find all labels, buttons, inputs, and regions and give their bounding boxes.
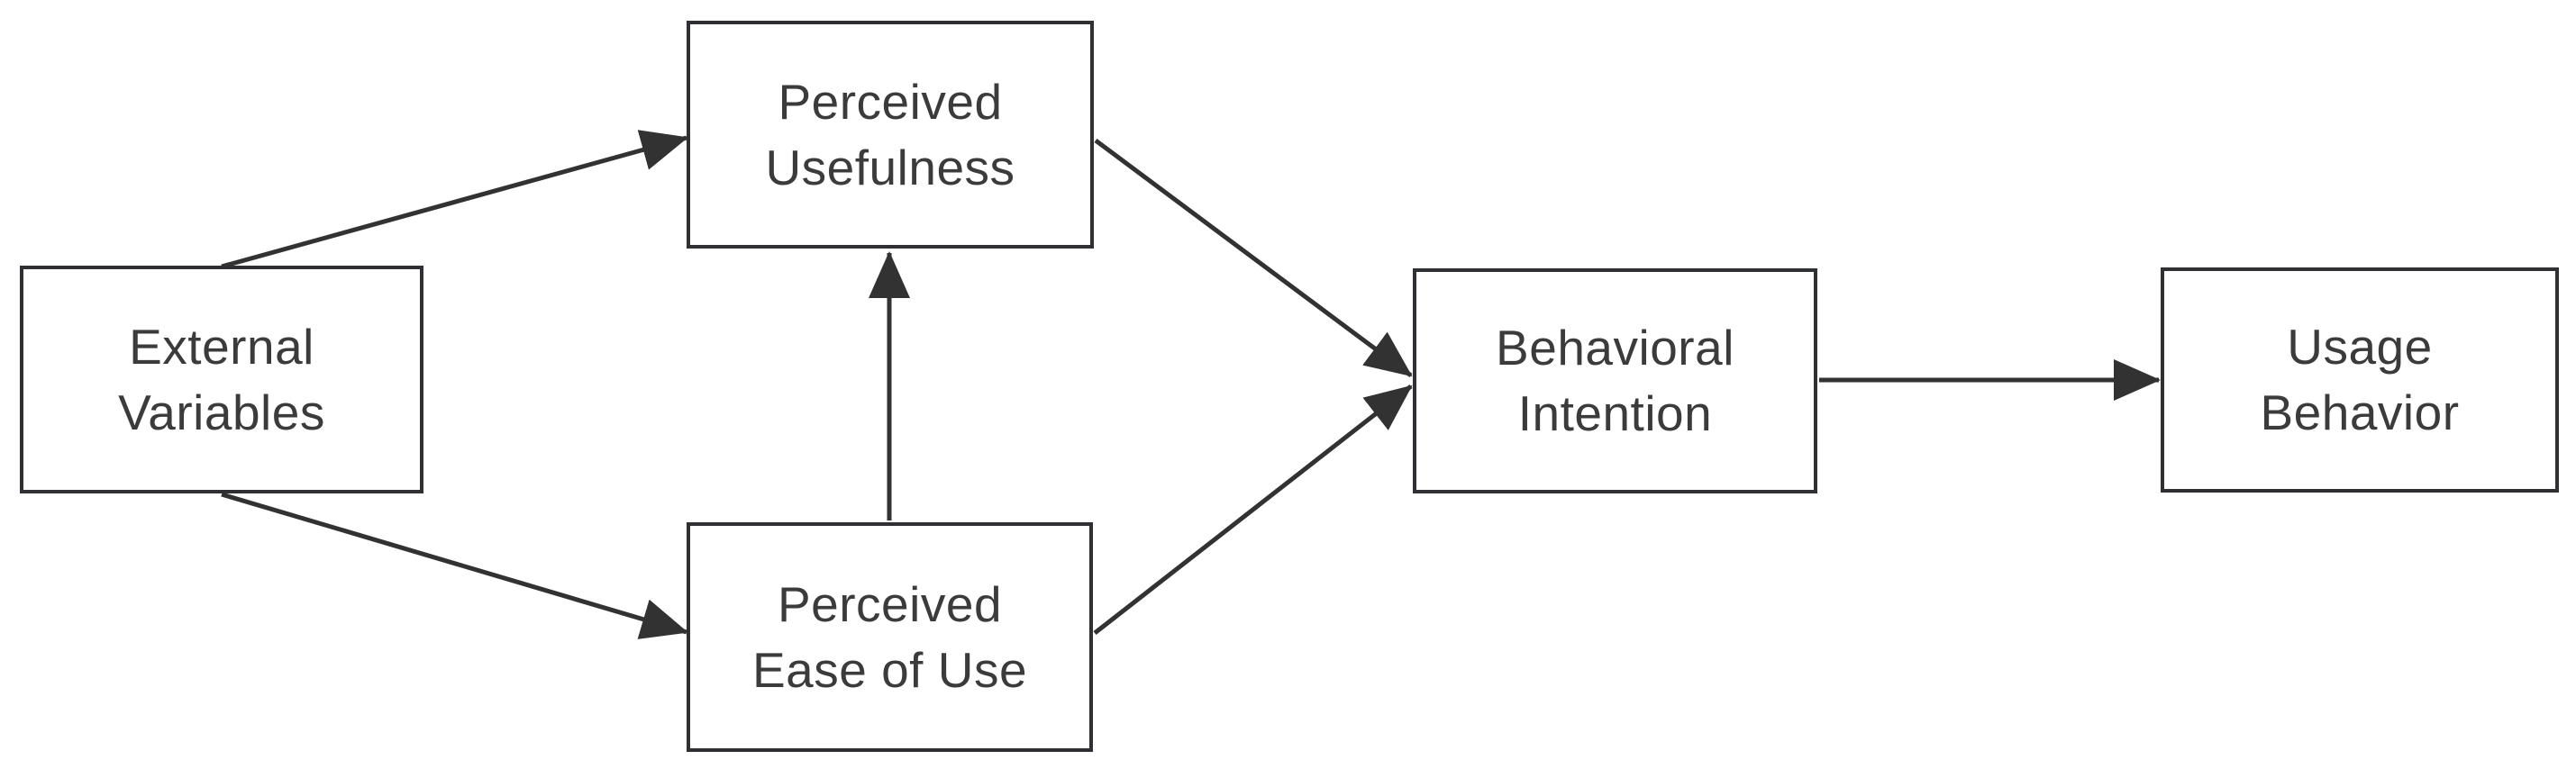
node-perceived-ease-of-use-label: Perceived Ease of Use — [751, 575, 1028, 698]
node-usage-behavior-label: Usage Behavior — [2260, 319, 2460, 440]
node-perceived-usefulness-label: Perceived Usefulness — [765, 73, 1015, 195]
edge-perceived-ease-of-use-to-behavioral-intention — [1093, 384, 1413, 635]
edge-external-variables-to-perceived-usefulness — [221, 130, 688, 269]
node-perceived-ease-of-use: Perceived Ease of Use — [687, 522, 1093, 752]
node-external-variables: External Variables — [20, 266, 423, 493]
node-external-variables-label: External Variables — [118, 318, 325, 440]
edge-perceived-usefulness-to-behavioral-intention — [1094, 138, 1413, 378]
node-behavioral-intention-label: Behavioral Intention — [1496, 320, 1734, 441]
edge-external-variables-to-perceived-ease-of-use — [221, 492, 688, 639]
node-usage-behavior: Usage Behavior — [2161, 267, 2559, 493]
node-behavioral-intention: Behavioral Intention — [1413, 268, 1817, 493]
node-perceived-usefulness: Perceived Usefulness — [687, 21, 1094, 249]
